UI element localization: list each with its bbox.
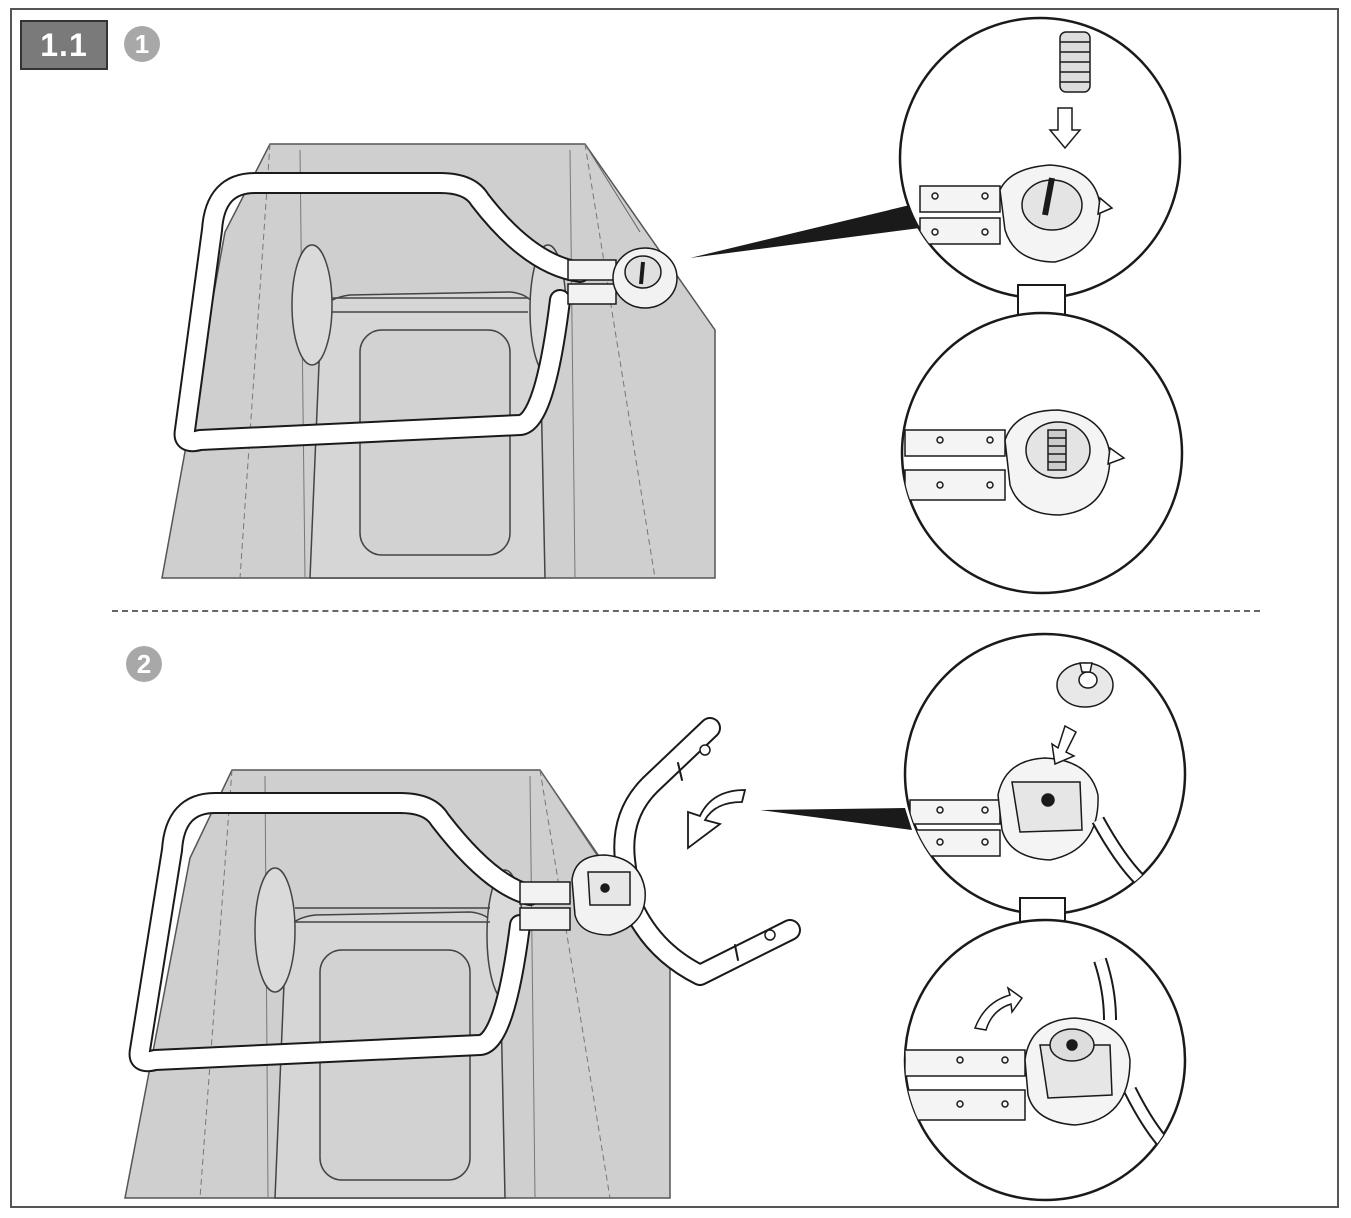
step1-scene (161, 143, 920, 579)
step1-detail-bottom (900, 311, 1184, 595)
step2-scene (124, 717, 912, 1199)
step2-callout-wedge (760, 808, 912, 830)
step-2-marker: 2 (126, 646, 162, 682)
section-divider (112, 610, 1260, 612)
step1-clamp (567, 247, 678, 309)
curved-arrow-icon (687, 789, 747, 850)
rotate-arrow-icon (973, 986, 1024, 1031)
step2-detail-bottom (903, 918, 1187, 1202)
section-badge: 1.1 (20, 20, 108, 70)
page-frame (10, 8, 1339, 1208)
step1-bar-frame (173, 172, 591, 453)
small-arrow-icon (1051, 724, 1077, 766)
step1-detail-top (898, 16, 1182, 300)
spring-icon (1059, 31, 1091, 93)
step2-bar-frame (128, 792, 541, 1073)
step2-clamp (519, 854, 646, 936)
cap-icon (1056, 662, 1114, 708)
step1-callout-wedge (690, 205, 920, 258)
step-1-marker: 1 (124, 26, 160, 62)
step2-detail-top (903, 632, 1187, 916)
down-arrow-icon (1048, 107, 1082, 150)
step2-handlebar (613, 717, 801, 986)
